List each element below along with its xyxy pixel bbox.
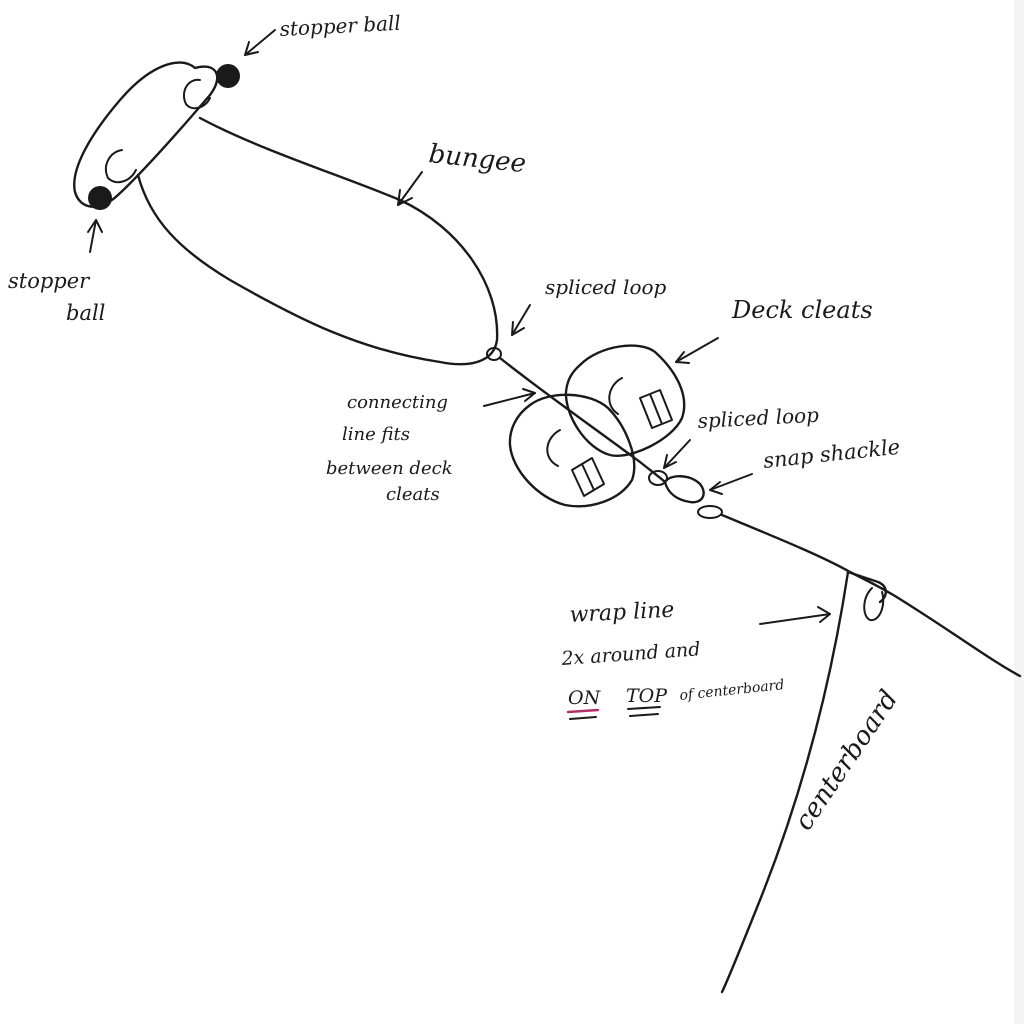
arrow-spliced-loop-upper <box>511 304 531 336</box>
spliced-loop-lower <box>648 470 668 486</box>
arrow-deck-cleats <box>675 337 719 364</box>
label-wrap-line-1: wrap line <box>569 598 675 628</box>
deck-cleat-lower <box>508 393 636 508</box>
arrow-stopper-left <box>87 219 103 253</box>
connecting-line <box>498 356 667 484</box>
label-connecting-3: between deck <box>326 458 453 479</box>
label-bungee: bungee <box>427 139 527 179</box>
centerboard <box>720 570 887 994</box>
label-snap-shackle: snap shackle <box>762 435 901 473</box>
spliced-loop-upper <box>486 347 502 361</box>
label-connecting-2: line fits <box>342 424 410 445</box>
label-deck-cleats: Deck cleats <box>731 296 873 324</box>
label-wrap-rest: of centerboard <box>679 677 785 704</box>
arrow-bungee <box>397 171 423 206</box>
label-connecting-1: connecting <box>347 392 448 413</box>
stopper-ball-left <box>88 186 112 210</box>
scan-edge <box>1014 0 1024 1024</box>
label-connecting-4: cleats <box>386 484 440 505</box>
deck-cleat-upper <box>564 344 686 457</box>
snap-shackle <box>663 475 723 519</box>
label-wrap-line-2: 2x around and <box>560 638 701 670</box>
label-stopper-ball-left-2: ball <box>66 301 105 325</box>
emphasis-underlines <box>566 706 661 720</box>
line-to-centerboard <box>720 513 1022 678</box>
arrow-spliced-loop-lower <box>663 439 691 469</box>
label-stopper-ball-top: stopper ball <box>279 11 401 41</box>
label-spliced-loop-upper: spliced loop <box>545 275 667 299</box>
bungee-cord <box>136 116 499 366</box>
arrow-connecting-line <box>483 388 536 407</box>
label-stopper-ball-left-1: stopper <box>8 269 91 293</box>
arrow-stopper-top <box>244 29 276 56</box>
label-spliced-loop-lower: spliced loop <box>697 403 820 433</box>
label-wrap-top: TOP <box>626 685 668 707</box>
arrow-snap-shackle <box>709 473 753 495</box>
arrow-wrap-line <box>759 606 831 625</box>
label-wrap-on: ON <box>568 687 602 709</box>
stopper-ball-top <box>216 64 240 88</box>
bungee-holder <box>73 61 219 208</box>
